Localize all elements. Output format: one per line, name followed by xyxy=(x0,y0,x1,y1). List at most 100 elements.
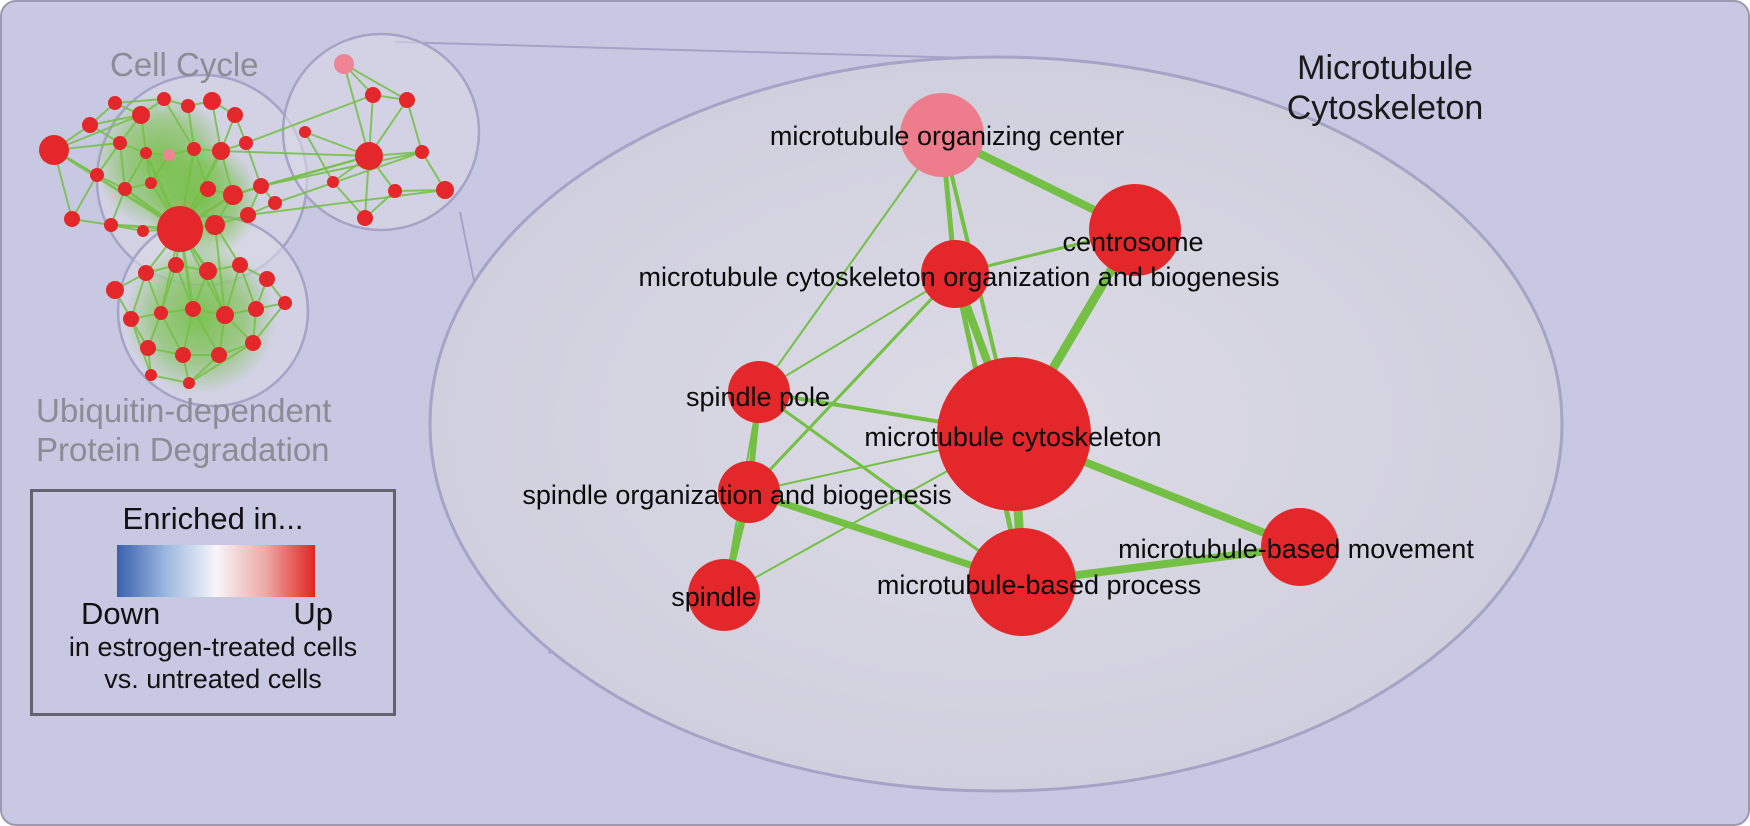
overview-edge xyxy=(192,308,220,356)
overview-edge xyxy=(260,155,370,187)
overview-node xyxy=(299,126,311,138)
overview-edge xyxy=(163,98,195,150)
overview-edge xyxy=(53,148,181,231)
legend-gradient-bar xyxy=(117,545,315,597)
overview-node xyxy=(163,149,175,161)
node-spindle xyxy=(688,559,760,631)
overview-node xyxy=(388,184,402,198)
overview-node xyxy=(355,142,383,170)
overview-node xyxy=(232,257,248,273)
node-mbm xyxy=(1261,508,1339,586)
node-sob xyxy=(718,461,780,523)
overview-edge xyxy=(130,272,147,320)
overview-node xyxy=(145,369,157,381)
overview-node xyxy=(187,142,201,156)
overview-edge xyxy=(214,224,226,316)
overview-node xyxy=(240,207,256,223)
edge-density-blob xyxy=(124,242,276,394)
node-label-spindle: spindle xyxy=(671,582,757,612)
overview-edge xyxy=(220,150,370,157)
overview-node xyxy=(140,147,152,159)
overview-node xyxy=(216,306,234,324)
node-label-sob: spindle organization and biogenesis xyxy=(522,480,951,510)
overview-node xyxy=(106,281,124,299)
overview-node xyxy=(203,92,221,110)
overview-edge xyxy=(274,151,423,204)
node-label-mc: microtubule cytoskeleton xyxy=(864,422,1161,452)
node-label-moc: microtubule organizing center xyxy=(770,121,1124,151)
overview-node xyxy=(253,178,269,194)
node-label-mbp: microtubule-based process xyxy=(877,570,1201,600)
overview-node xyxy=(168,257,184,273)
overview-node xyxy=(64,211,80,227)
overview-node xyxy=(145,177,157,189)
edge-spindle_pole-mbp xyxy=(757,390,1024,584)
overview-edge xyxy=(332,181,366,219)
edge-mcob-spindle_pole xyxy=(758,273,956,393)
overview-edge xyxy=(260,151,423,187)
overview-node xyxy=(82,117,98,133)
legend-down-label: Down xyxy=(81,596,161,631)
overview-node xyxy=(199,262,217,280)
overview-node xyxy=(357,210,373,226)
overview-node xyxy=(181,99,195,113)
overview-node xyxy=(268,196,282,210)
overview-node xyxy=(248,301,264,317)
overview-node xyxy=(175,347,191,363)
zoom-cone-line xyxy=(394,41,1006,60)
overview-node xyxy=(327,176,339,188)
overview-node xyxy=(245,335,261,351)
overview-edge xyxy=(71,174,98,220)
legend-caption-line2: vs. untreated cells xyxy=(104,664,322,694)
legend-box: Enriched in... Down Up in estrogen-treat… xyxy=(30,489,396,716)
node-mbp xyxy=(968,528,1076,636)
overview-node xyxy=(212,142,230,160)
overview-edge xyxy=(119,142,126,190)
cluster-label-ubiquitin-line2: Protein Degradation xyxy=(36,430,330,468)
node-moc xyxy=(900,93,984,177)
overview-node xyxy=(227,107,243,123)
overview-node xyxy=(137,225,149,237)
node-centrosome xyxy=(1089,184,1181,276)
overview-node xyxy=(223,185,243,205)
overview-node xyxy=(138,265,154,281)
overview-node xyxy=(157,206,203,252)
overview-edge xyxy=(53,114,142,151)
legend-scale-row: Down Up xyxy=(33,596,393,632)
overview-edge xyxy=(343,63,408,101)
overview-node xyxy=(132,106,150,124)
zoom-cluster-title: Microtubule Cytoskeleton xyxy=(1264,48,1506,128)
overview-node xyxy=(278,296,292,310)
overview-edge xyxy=(245,94,374,144)
overview-node xyxy=(118,182,132,196)
zoom-cluster-title-line2: Cytoskeleton xyxy=(1286,89,1484,128)
node-label-centrosome: centrosome xyxy=(1062,227,1203,257)
overview-node xyxy=(140,340,156,356)
legend-up-label: Up xyxy=(293,596,333,631)
cluster-label-ubiquitin-line1: Ubiquitin-dependent xyxy=(36,392,332,429)
edge-mcob-sob xyxy=(747,272,957,494)
overview-node xyxy=(200,181,216,197)
overview-edge xyxy=(252,302,286,344)
overview-node xyxy=(185,301,201,317)
overview-node xyxy=(90,168,104,182)
overview-node xyxy=(108,96,122,110)
overview-node xyxy=(123,311,139,327)
node-label-mcob: microtubule cytoskeleton organization an… xyxy=(639,262,1280,292)
overview-node xyxy=(365,87,381,103)
overview-edge xyxy=(188,342,254,384)
node-mc xyxy=(937,357,1091,511)
zoom-cluster-title-line1: Microtubule xyxy=(1297,49,1473,87)
edge-moc-spindle_pole xyxy=(758,134,943,393)
overview-node xyxy=(154,306,168,320)
overview-node xyxy=(104,218,118,232)
overview-node xyxy=(157,92,171,106)
overview-edge xyxy=(343,63,370,157)
overview-edge xyxy=(247,189,446,216)
overview-edge xyxy=(406,99,423,153)
overview-node xyxy=(334,54,354,74)
overview-node xyxy=(113,136,127,150)
overview-node xyxy=(39,135,69,165)
